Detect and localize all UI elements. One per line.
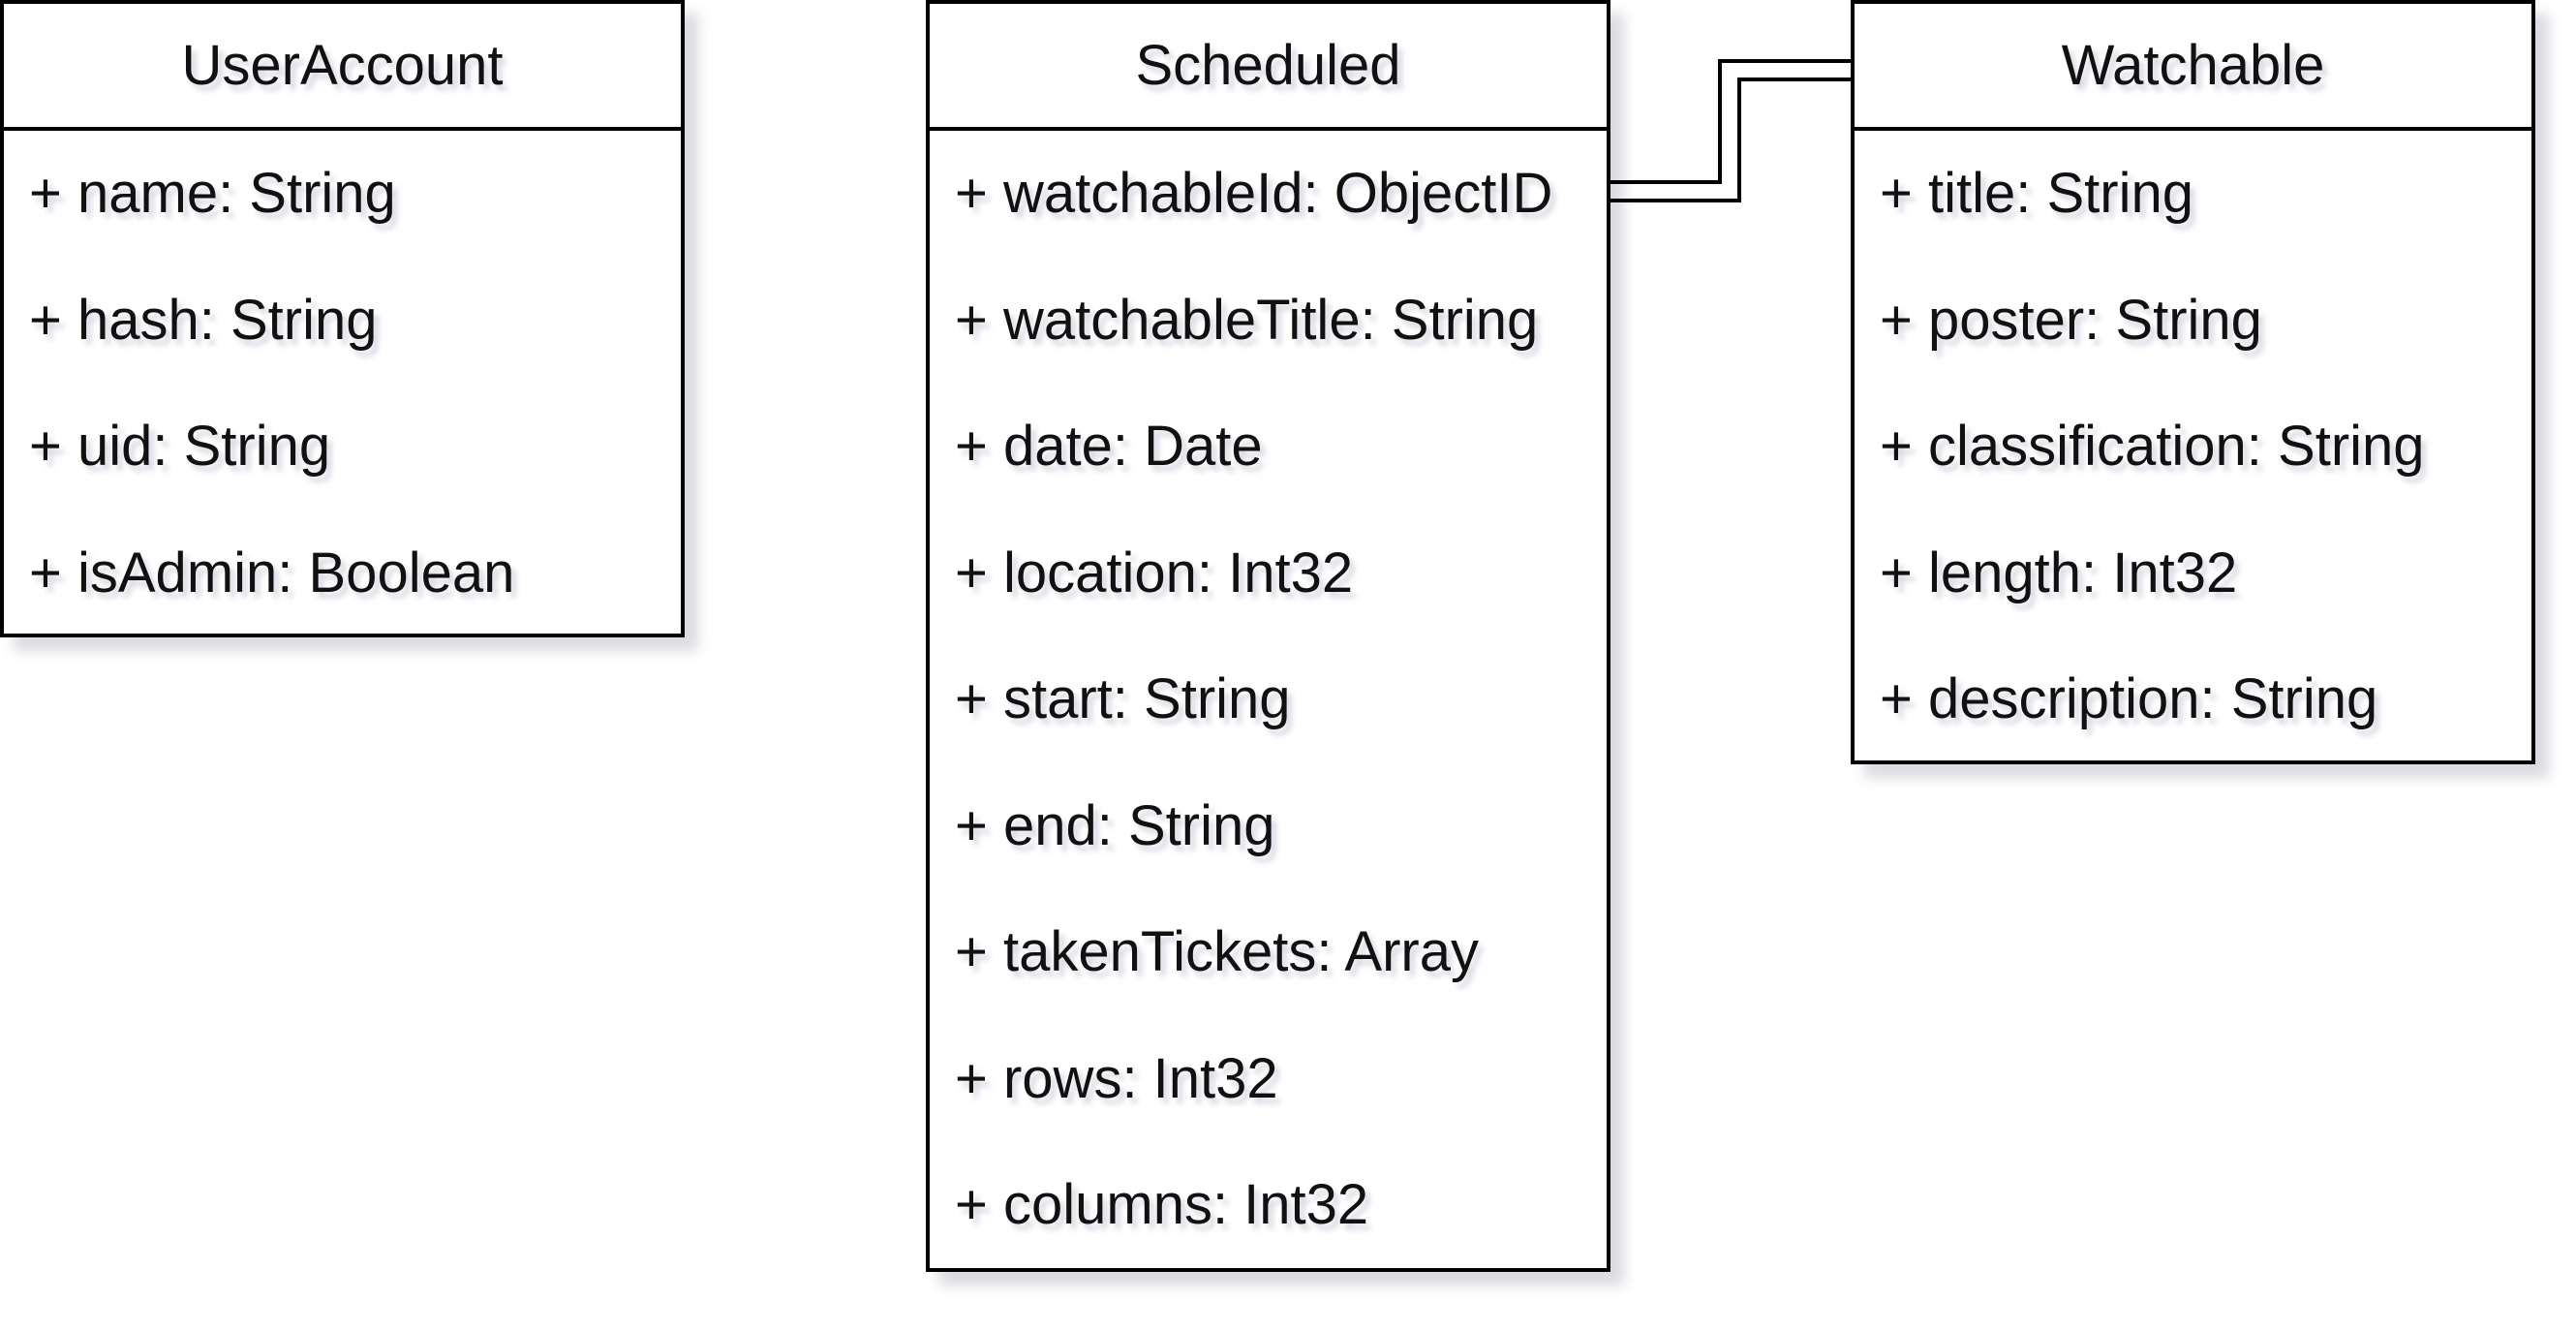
- attribute-isadmin: + isAdmin: Boolean: [29, 541, 515, 604]
- attribute-hash: + hash: String: [29, 288, 378, 352]
- attribute-length: + length: Int32: [1880, 541, 2238, 604]
- class-scheduled: Scheduled + watchableId: ObjectID + watc…: [926, 0, 1610, 1272]
- class-watchable-attributes: + title: String + poster: String + class…: [1855, 131, 2531, 763]
- class-watchable-title: Watchable: [1855, 4, 2531, 131]
- attribute-end: + end: String: [955, 793, 1275, 857]
- relation-line-outer: [1610, 59, 1851, 184]
- attribute-columns: + columns: Int32: [955, 1173, 1369, 1236]
- attribute-name: + name: String: [29, 162, 396, 225]
- class-scheduled-attributes: + watchableId: ObjectID + watchableTitle…: [930, 131, 1607, 1269]
- attribute-classification: + classification: String: [1880, 415, 2425, 478]
- attribute-watchableid: + watchableId: ObjectID: [955, 162, 1553, 225]
- attribute-uid: + uid: String: [29, 415, 331, 478]
- class-scheduled-title: Scheduled: [930, 4, 1607, 131]
- class-useraccount-title: UserAccount: [4, 4, 681, 131]
- attribute-rows: + rows: Int32: [955, 1046, 1278, 1110]
- attribute-description: + description: String: [1880, 667, 2378, 730]
- attribute-date: + date: Date: [955, 415, 1263, 478]
- attribute-location: + location: Int32: [955, 541, 1354, 604]
- class-watchable: Watchable + title: String + poster: Stri…: [1851, 0, 2535, 764]
- relation-line-inner: [1610, 77, 1851, 202]
- attribute-takentickets: + takenTickets: Array: [955, 920, 1480, 983]
- attribute-watchabletitle: + watchableTitle: String: [955, 288, 1539, 352]
- attribute-poster: + poster: String: [1880, 288, 2262, 352]
- class-useraccount: UserAccount + name: String + hash: Strin…: [0, 0, 685, 637]
- class-useraccount-attributes: + name: String + hash: String + uid: Str…: [4, 131, 681, 636]
- attribute-start: + start: String: [955, 667, 1291, 730]
- attribute-title: + title: String: [1880, 162, 2193, 225]
